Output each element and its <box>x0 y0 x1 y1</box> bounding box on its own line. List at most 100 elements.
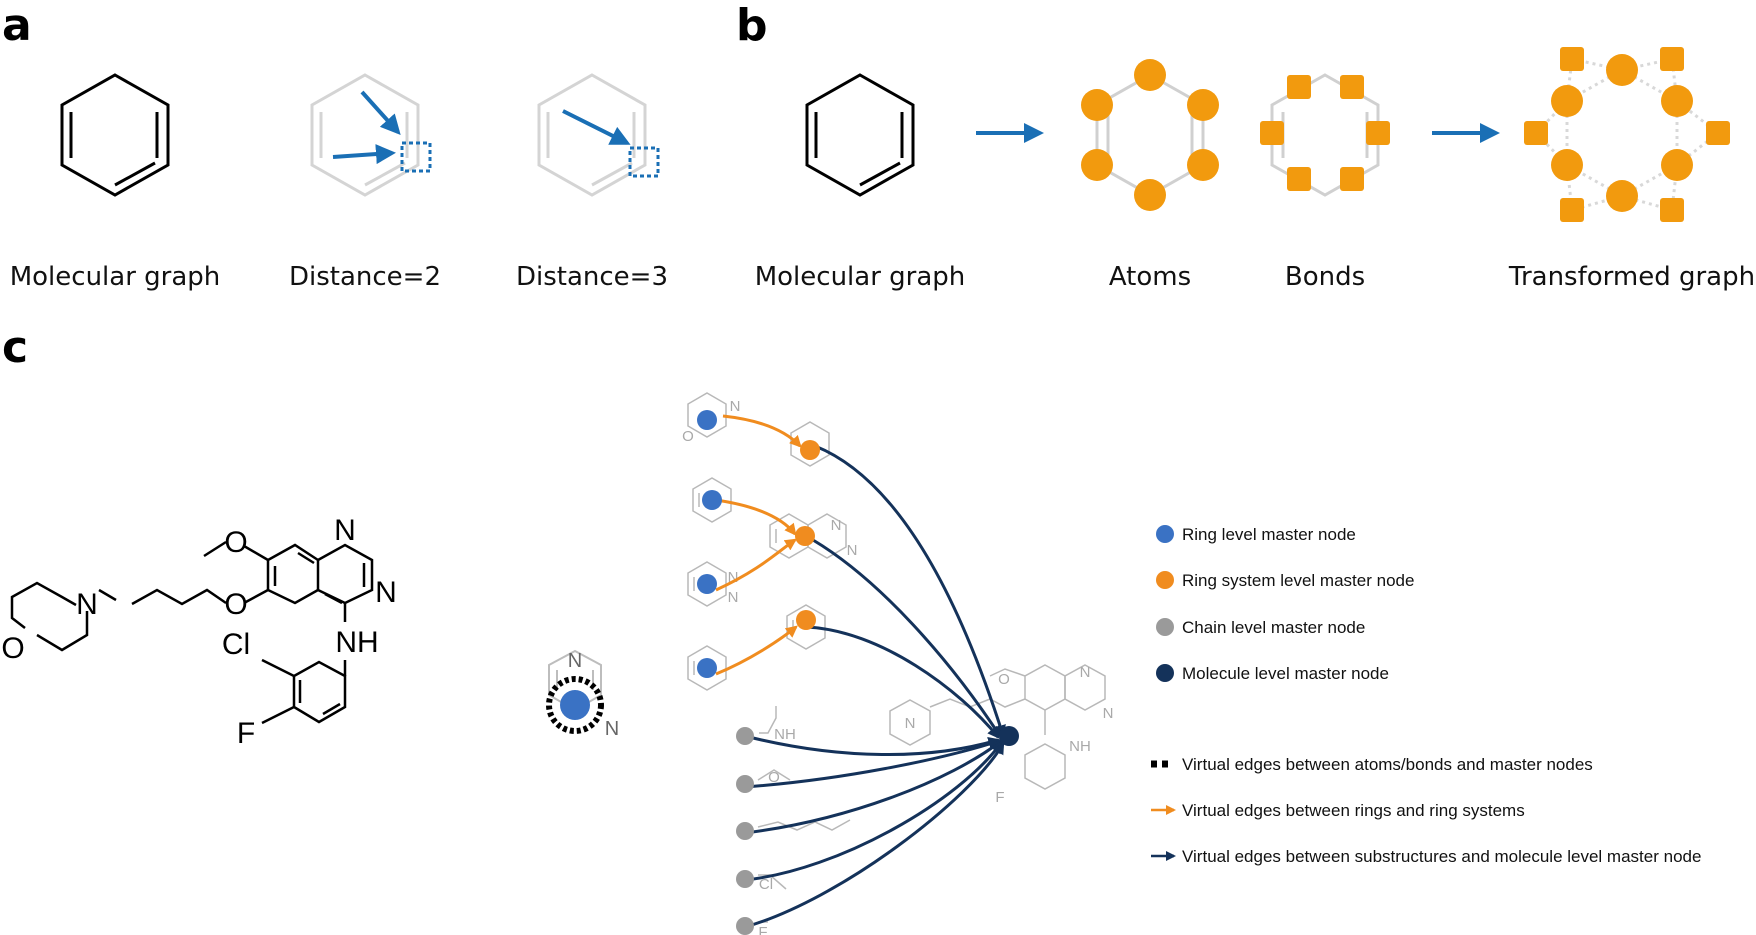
transformed-atom-node <box>1661 149 1693 181</box>
ring-level-node <box>702 490 722 510</box>
caption-bonds: Bonds <box>1285 262 1365 292</box>
gray-atom-labels: N O N N N N NH O Cl F O N N N NH F <box>682 398 1113 935</box>
pyrimidine-label-n2: N <box>605 718 619 740</box>
hierarchy-graph: N O N N N N NH O Cl F O N N N NH F <box>682 392 1113 935</box>
chain-level-node <box>736 775 754 793</box>
ring-level-node <box>697 410 717 430</box>
atom-node <box>1134 179 1166 211</box>
caption-molecular-graph-a: Molecular graph <box>10 262 221 292</box>
atom-label-n-morpholine: N <box>76 588 98 621</box>
panel-letter-c: c <box>2 322 28 373</box>
transformed-atom-node <box>1551 85 1583 117</box>
ring-system-level-node <box>795 526 815 546</box>
gefitinib-structure <box>10 540 374 725</box>
transformed-bond-node <box>1560 47 1584 71</box>
atom-node <box>1134 59 1166 91</box>
atom-label-o-methoxy: O <box>224 526 247 559</box>
bonds-graph <box>1260 73 1390 197</box>
ring-edges <box>715 414 802 676</box>
caption-distance-3: Distance=3 <box>516 262 668 292</box>
legend-label-atom-edges: Virtual edges between atoms/bonds and ma… <box>1182 755 1593 774</box>
atom-label-cl: Cl <box>222 628 250 661</box>
legend-swatch-chain <box>1156 618 1174 636</box>
atom-label-o-morpholine: O <box>1 632 24 665</box>
legend-swatch-ring <box>1156 525 1174 543</box>
atom-label-f: F <box>237 717 255 750</box>
gray-label-quin-n1: N <box>831 517 842 534</box>
panel-letter-b: b <box>736 0 768 51</box>
transformed-graph <box>1524 47 1730 222</box>
legend-label-ring: Ring level master node <box>1182 525 1356 544</box>
legend-label-ring-system: Ring system level master node <box>1182 571 1414 590</box>
transformed-bond-node <box>1524 121 1548 145</box>
benzene-molecular-graph-a <box>60 73 170 197</box>
chain-level-node <box>736 822 754 840</box>
ring-level-node <box>560 690 590 720</box>
atoms-graph <box>1081 59 1219 211</box>
target-node-box <box>400 141 432 173</box>
transformed-bond-node <box>1560 198 1584 222</box>
atom-node <box>1187 89 1219 121</box>
ring-master-node-example: N N <box>546 649 619 740</box>
bond-node <box>1340 167 1364 191</box>
ring-level-node <box>697 658 717 678</box>
atom-node <box>1081 89 1113 121</box>
gray-label-mol-nh: NH <box>1069 738 1091 755</box>
ring-system-level-node <box>800 440 820 460</box>
transformed-bond-node <box>1660 47 1684 71</box>
transformed-atom-node <box>1661 85 1693 117</box>
gray-label-pyr-n1: N <box>728 569 739 586</box>
legend-label-molecule-edges: Virtual edges between substructures and … <box>1182 847 1701 866</box>
bond-node <box>1287 167 1311 191</box>
atom-node <box>1187 149 1219 181</box>
gray-label-mol-n3: N <box>905 715 916 732</box>
distance-2-diagram <box>310 73 432 197</box>
atom-label-o-ether: O <box>224 588 247 621</box>
chain-level-node <box>736 727 754 745</box>
legend-swatch-molecule <box>1156 664 1174 682</box>
chain-level-node <box>736 917 754 935</box>
bond-node <box>1340 75 1364 99</box>
gray-label-chain-cl: Cl <box>759 876 773 893</box>
caption-molecular-graph-b: Molecular graph <box>755 262 966 292</box>
gray-label-quin-n2: N <box>847 542 858 559</box>
gray-label-mol-n2: N <box>1103 705 1114 722</box>
legend-label-chain: Chain level master node <box>1182 618 1365 637</box>
chain-level-node <box>736 870 754 888</box>
gray-label-pyr-n2: N <box>728 589 739 606</box>
bond-node <box>1260 121 1284 145</box>
legend-label-ring-edges: Virtual edges between rings and ring sys… <box>1182 801 1525 820</box>
pyrimidine-label-n1: N <box>568 650 582 672</box>
gray-label-chain-nh: NH <box>774 726 796 743</box>
atom-label-nh: NH <box>335 626 378 659</box>
bond-node <box>1287 75 1311 99</box>
gray-label-mol-n1: N <box>1080 664 1091 681</box>
gray-label-mol-f: F <box>995 789 1004 806</box>
transformed-bond-node <box>1706 121 1730 145</box>
dashed-virtual-edge-ring <box>546 676 604 734</box>
gray-label-morph-o: O <box>682 428 694 445</box>
gray-label-mol-o: O <box>998 671 1010 688</box>
molecule-level-node <box>999 726 1019 746</box>
gray-label-morph-n: N <box>730 398 741 415</box>
atom-node <box>1081 149 1113 181</box>
caption-distance-2: Distance=2 <box>289 262 441 292</box>
panel-letter-a: a <box>2 0 32 51</box>
transformed-atom-node <box>1551 149 1583 181</box>
legend: Ring level master node Ring system level… <box>1151 525 1701 866</box>
ring-level-node <box>697 574 717 594</box>
distance-3-diagram <box>537 73 660 197</box>
gefitinib-atom-labels: N N N O O O NH Cl F <box>1 514 397 750</box>
legend-swatch-ring-system <box>1156 571 1174 589</box>
ring-system-level-node <box>796 610 816 630</box>
transformed-atom-node <box>1606 54 1638 86</box>
panel-c: c <box>1 322 1701 935</box>
gray-label-chain-o: O <box>768 769 780 786</box>
atom-label-n2: N <box>375 576 397 609</box>
gray-label-chain-f: F <box>758 924 767 935</box>
caption-transformed-graph: Transformed graph <box>1508 262 1755 292</box>
transformed-bond-node <box>1660 198 1684 222</box>
molecule-edges <box>744 444 1006 929</box>
bond-node <box>1366 121 1390 145</box>
